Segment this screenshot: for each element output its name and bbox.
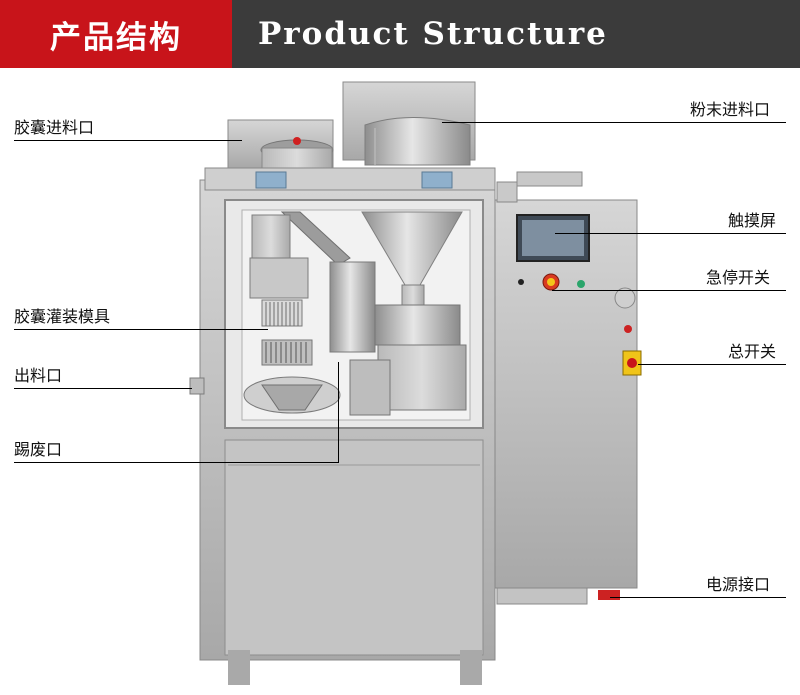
label-outlet: 出料口	[14, 366, 63, 385]
title-en: Product Structure	[232, 0, 800, 68]
label-reject: 踢废口	[14, 440, 63, 459]
label-capsule-mold: 胶囊灌装模具	[14, 307, 111, 326]
leader-line-main-switch	[638, 364, 786, 365]
leader-line-reject-v	[338, 362, 339, 463]
leader-line-power-port	[610, 597, 786, 598]
header-banner: 产品结构 Product Structure	[0, 0, 800, 68]
leader-line-capsule-mold	[14, 329, 268, 330]
label-emergency-stop: 急停开关	[706, 268, 771, 287]
leader-line-powder-inlet	[442, 122, 786, 123]
leader-line-reject-h	[14, 462, 339, 463]
label-capsule-inlet: 胶囊进料口	[14, 118, 95, 137]
leader-line-touch-screen	[555, 233, 786, 234]
title-cn: 产品结构	[0, 0, 232, 68]
leader-line-capsule-inlet	[14, 140, 242, 141]
label-power-port: 电源接口	[706, 575, 771, 594]
leader-line-emergency-stop	[552, 290, 786, 291]
leader-line-outlet	[14, 388, 192, 389]
label-powder-inlet: 粉末进料口	[690, 100, 771, 119]
label-main-switch: 总开关	[728, 342, 777, 361]
label-touch-screen: 触摸屏	[728, 211, 777, 230]
